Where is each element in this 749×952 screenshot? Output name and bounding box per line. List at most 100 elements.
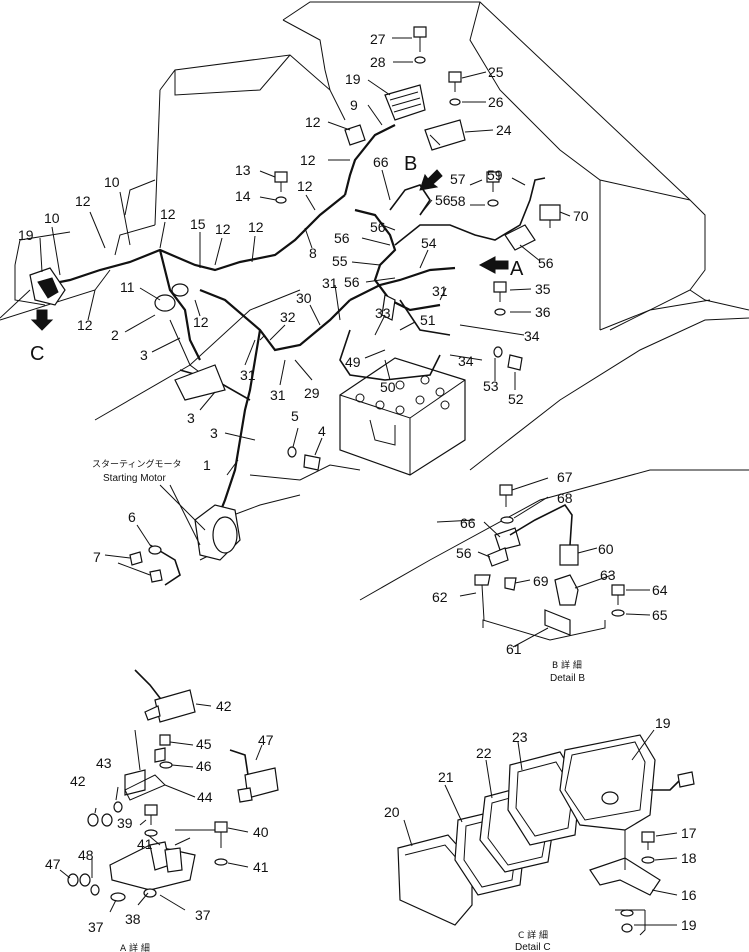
callout-51: 51 bbox=[420, 312, 436, 328]
callout-47-a: 47 bbox=[258, 732, 274, 748]
callout-3-b: 3 bbox=[187, 410, 195, 426]
callout-46: 46 bbox=[196, 758, 212, 774]
callout-56-a: 56 bbox=[370, 219, 386, 235]
callout-55: 55 bbox=[332, 253, 348, 269]
callout-67: 67 bbox=[557, 469, 573, 485]
callout-42-a: 42 bbox=[216, 698, 232, 714]
detail-a bbox=[59, 669, 279, 913]
callout-38: 38 bbox=[125, 911, 141, 927]
callout-31-c: 31 bbox=[240, 367, 256, 383]
detail-b-caption-jp: B 詳 細 bbox=[552, 659, 582, 671]
callout-62: 62 bbox=[432, 589, 448, 605]
callout-12-h: 12 bbox=[215, 221, 231, 237]
callout-68: 68 bbox=[557, 490, 573, 506]
callout-48: 48 bbox=[78, 847, 94, 863]
callout-45: 45 bbox=[196, 736, 212, 752]
callout-27: 27 bbox=[370, 31, 386, 47]
callout-52: 52 bbox=[508, 391, 524, 407]
callout-10-b: 10 bbox=[104, 174, 120, 190]
callout-34-b: 34 bbox=[458, 353, 474, 369]
callout-15: 15 bbox=[190, 216, 206, 232]
callout-70: 70 bbox=[573, 208, 589, 224]
callout-12-f: 12 bbox=[75, 193, 91, 209]
callout-22: 22 bbox=[476, 745, 492, 761]
callout-42-b: 42 bbox=[70, 773, 86, 789]
callout-37-b: 37 bbox=[195, 907, 211, 923]
callout-65: 65 bbox=[652, 607, 668, 623]
view-marker-c: C bbox=[30, 343, 44, 365]
callout-3-a: 3 bbox=[140, 347, 148, 363]
callout-18: 18 bbox=[681, 850, 697, 866]
callout-21: 21 bbox=[438, 769, 454, 785]
callout-36: 36 bbox=[535, 304, 551, 320]
callout-40: 40 bbox=[253, 824, 269, 840]
callout-20: 20 bbox=[384, 804, 400, 820]
detail-b-caption-en: Detail B bbox=[550, 673, 585, 684]
callout-60: 60 bbox=[598, 541, 614, 557]
callout-61: 61 bbox=[506, 641, 522, 657]
callout-41-b: 41 bbox=[253, 859, 269, 875]
callout-44: 44 bbox=[197, 789, 213, 805]
callout-41-a: 41 bbox=[137, 836, 153, 852]
callout-4: 4 bbox=[318, 423, 326, 439]
callout-56-d: 56 bbox=[538, 255, 554, 271]
callout-26: 26 bbox=[488, 94, 504, 110]
callout-12-b: 12 bbox=[300, 152, 316, 168]
callout-7: 7 bbox=[93, 549, 101, 565]
battery bbox=[339, 357, 466, 476]
callout-34-a: 34 bbox=[524, 328, 540, 344]
callout-10-a: 10 bbox=[44, 210, 60, 226]
callout-33: 33 bbox=[375, 305, 391, 321]
detail-a-caption-jp: A 詳 細 bbox=[120, 942, 150, 952]
view-marker-a: A bbox=[510, 258, 524, 280]
callout-23: 23 bbox=[512, 729, 528, 745]
callout-69: 69 bbox=[533, 573, 549, 589]
callout-58: 58 bbox=[450, 193, 466, 209]
callout-66-b: 66 bbox=[460, 515, 476, 531]
leader-lines bbox=[0, 37, 571, 576]
main-view-parts bbox=[29, 26, 561, 583]
callout-12-c: 12 bbox=[297, 178, 313, 194]
callout-53: 53 bbox=[483, 378, 499, 394]
callout-17: 17 bbox=[681, 825, 697, 841]
callout-31-d: 31 bbox=[270, 387, 286, 403]
view-marker-b: B bbox=[404, 153, 417, 175]
callout-49: 49 bbox=[345, 354, 361, 370]
callout-56-e: 56 bbox=[344, 274, 360, 290]
callout-8: 8 bbox=[309, 245, 317, 261]
callout-12-i: 12 bbox=[248, 219, 264, 235]
callout-6: 6 bbox=[128, 509, 136, 525]
callout-50: 50 bbox=[380, 379, 396, 395]
callout-47-b: 47 bbox=[45, 856, 61, 872]
callout-66-top: 66 bbox=[373, 154, 389, 170]
detail-c-caption-en: Detail C bbox=[515, 942, 551, 952]
callout-30: 30 bbox=[296, 290, 312, 306]
callout-11: 11 bbox=[120, 279, 135, 295]
callout-1: 1 bbox=[203, 457, 211, 473]
callout-31-a: 31 bbox=[322, 275, 338, 291]
callout-2: 2 bbox=[111, 327, 119, 343]
callout-43: 43 bbox=[96, 755, 112, 771]
starting-motor-caption-en: Starting Motor bbox=[103, 473, 166, 484]
callout-5: 5 bbox=[291, 408, 299, 424]
callout-56-b: 56 bbox=[435, 192, 451, 208]
callout-3-c: 3 bbox=[210, 425, 218, 441]
starting-motor-caption-jp: スターティングモータ bbox=[92, 458, 181, 470]
callout-12-g: 12 bbox=[160, 206, 176, 222]
callout-28: 28 bbox=[370, 54, 386, 70]
callout-39: 39 bbox=[117, 815, 133, 831]
callout-59: 59 bbox=[487, 167, 503, 183]
detail-c-caption-jp: C 詳 細 bbox=[518, 929, 548, 941]
callout-64: 64 bbox=[652, 582, 668, 598]
callout-57: 57 bbox=[450, 171, 466, 187]
callout-19-bottom: 19 bbox=[681, 917, 697, 933]
callout-14: 14 bbox=[235, 188, 251, 204]
callout-56-f: 56 bbox=[456, 545, 472, 561]
callout-12-d: 12 bbox=[193, 314, 209, 330]
callout-29: 29 bbox=[304, 385, 320, 401]
callout-37-a: 37 bbox=[88, 919, 104, 935]
callout-31-b: 31 bbox=[432, 283, 448, 299]
detail-c bbox=[397, 729, 695, 936]
callout-54: 54 bbox=[421, 235, 437, 251]
